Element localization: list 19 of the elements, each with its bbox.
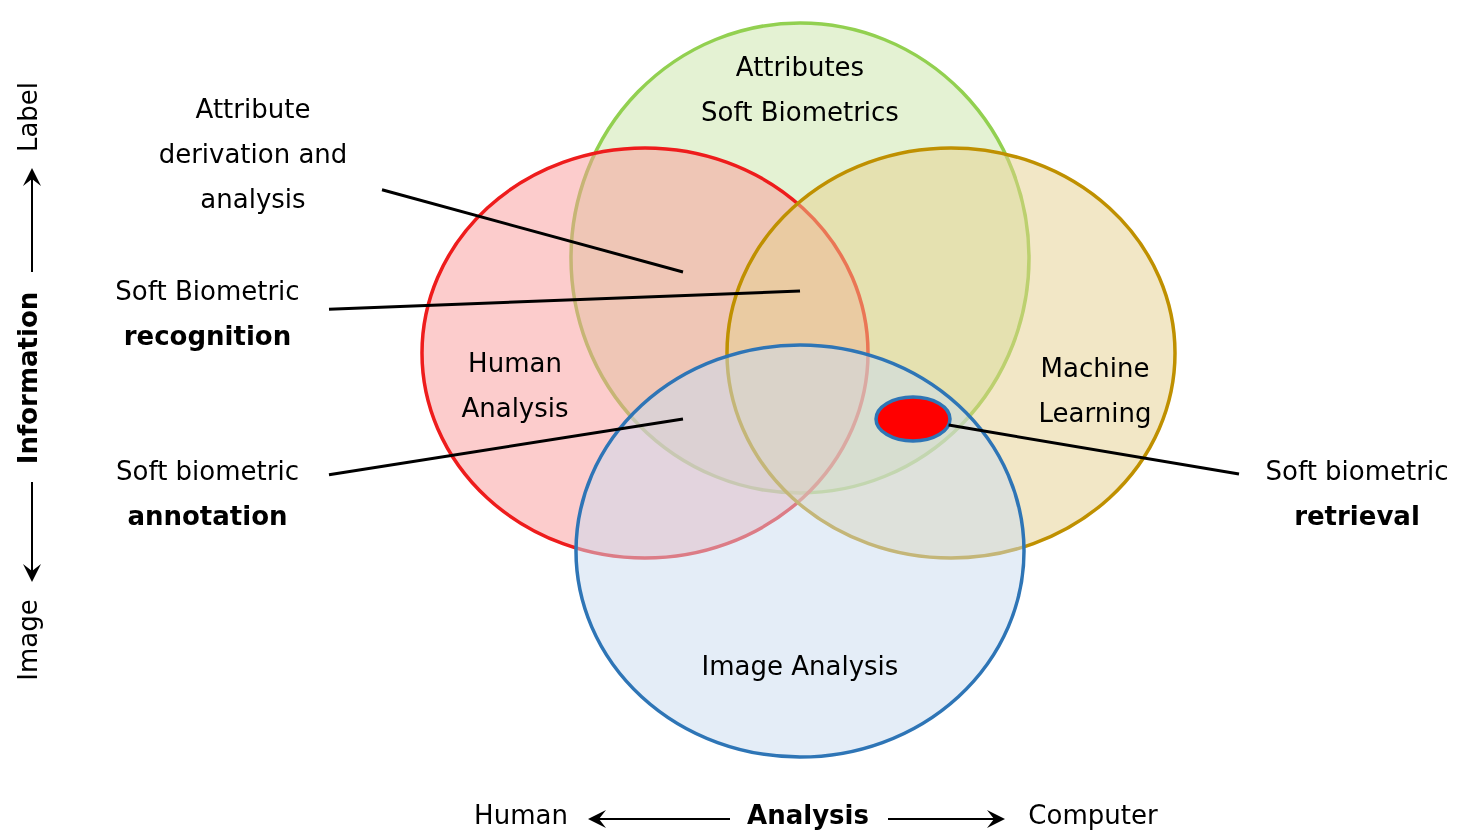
leader-line: [948, 423, 1240, 476]
circle-label: Machine Learning: [1037, 352, 1153, 430]
leader-label: Soft Biometric recognition: [90, 269, 325, 359]
leader-label: Soft biometric annotation: [90, 449, 325, 539]
circle-label: Soft Biometrics: [700, 96, 900, 129]
circle-label: Human Analysis: [460, 347, 570, 425]
leader-line: [328, 289, 801, 311]
axis-label: Analysis: [747, 799, 869, 831]
axis-label: Label: [12, 81, 44, 153]
leader-label: Attribute derivation and analysis: [128, 87, 378, 222]
leader-label: Soft biometric retrieval: [1243, 449, 1471, 539]
axis-label: Computer: [1028, 799, 1158, 831]
circle-label: Attributes: [734, 51, 866, 84]
leader-line: [328, 417, 684, 477]
axis-label: Human: [474, 799, 568, 831]
axis-label: Information: [12, 291, 44, 465]
circle-label: Image Analysis: [700, 650, 900, 683]
axis-label: Image: [12, 599, 44, 681]
leader-line: [381, 188, 684, 274]
